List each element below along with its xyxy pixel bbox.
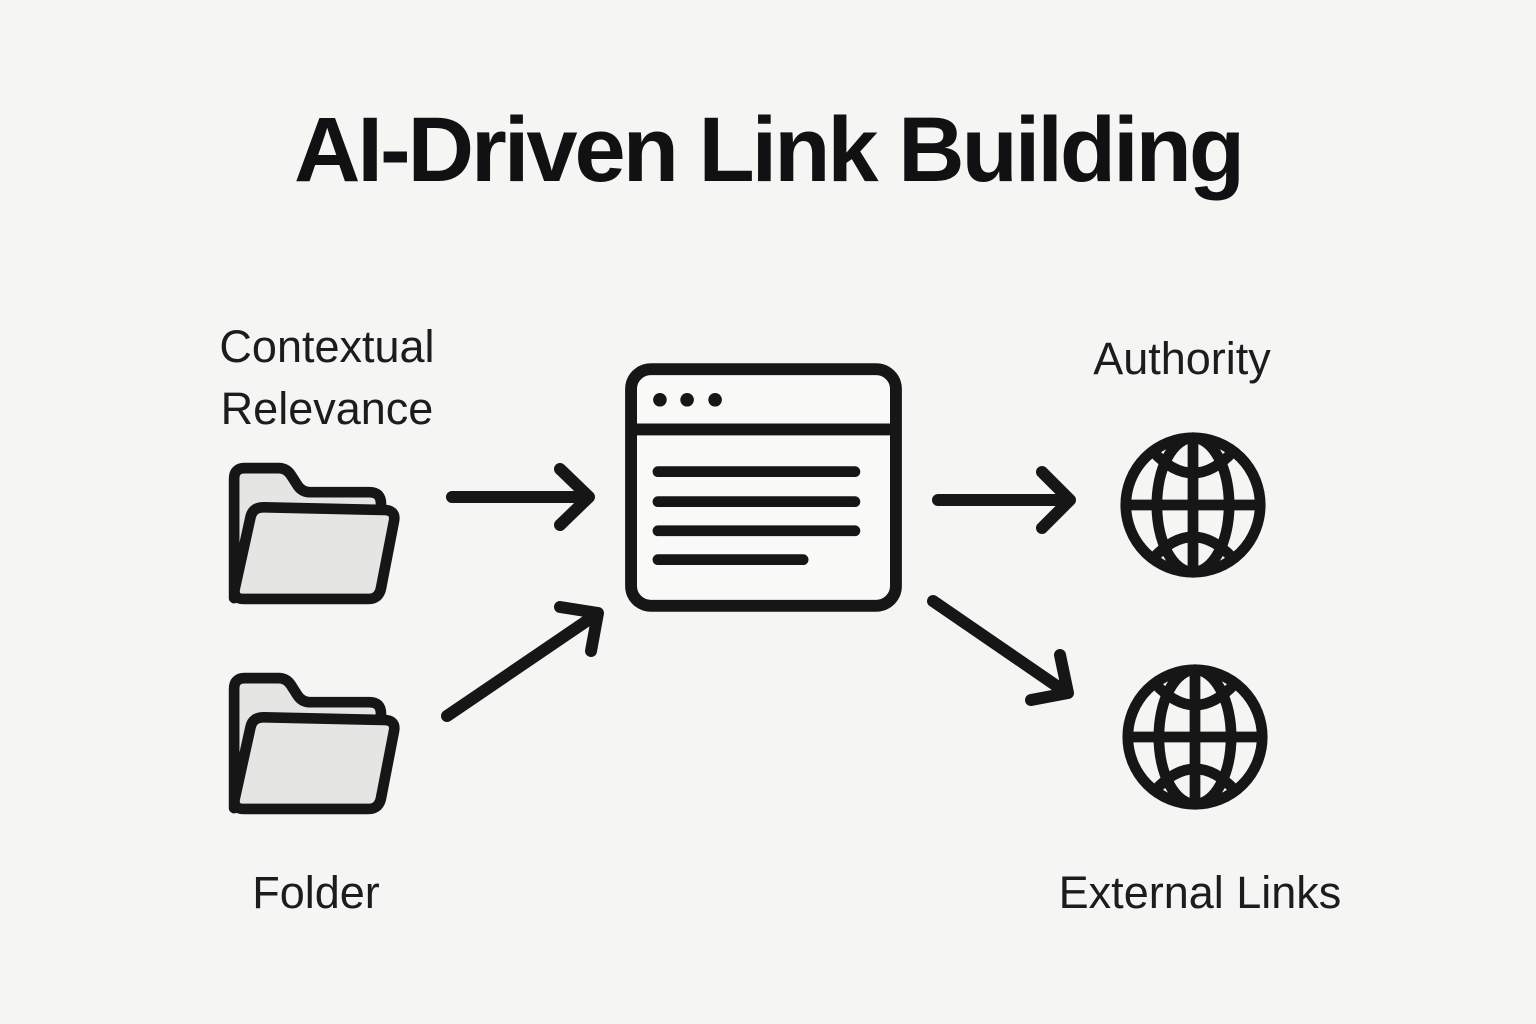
window-dot	[708, 392, 722, 407]
arrow-folder2-to-browser	[441, 601, 604, 722]
folder-label: Folder	[252, 867, 380, 918]
globe-icon	[1122, 664, 1268, 810]
authority-label: Authority	[1093, 333, 1271, 384]
browser-window-icon	[625, 363, 902, 612]
folder-icon	[228, 672, 400, 815]
window-dot	[680, 392, 694, 407]
arrow-folder-to-browser	[446, 463, 595, 531]
contextual-relevance-label: Contextual Relevance	[219, 321, 435, 435]
window-dot	[653, 392, 667, 407]
arrow-browser-to-authority	[932, 466, 1076, 534]
arrow-browser-to-external	[927, 595, 1074, 706]
folder-icon	[228, 462, 400, 605]
external-links-label: External Links	[1058, 867, 1342, 918]
text-lines	[652, 466, 861, 566]
page-title: AI-Driven Link Building	[293, 99, 1245, 201]
globe-icon	[1120, 432, 1266, 578]
